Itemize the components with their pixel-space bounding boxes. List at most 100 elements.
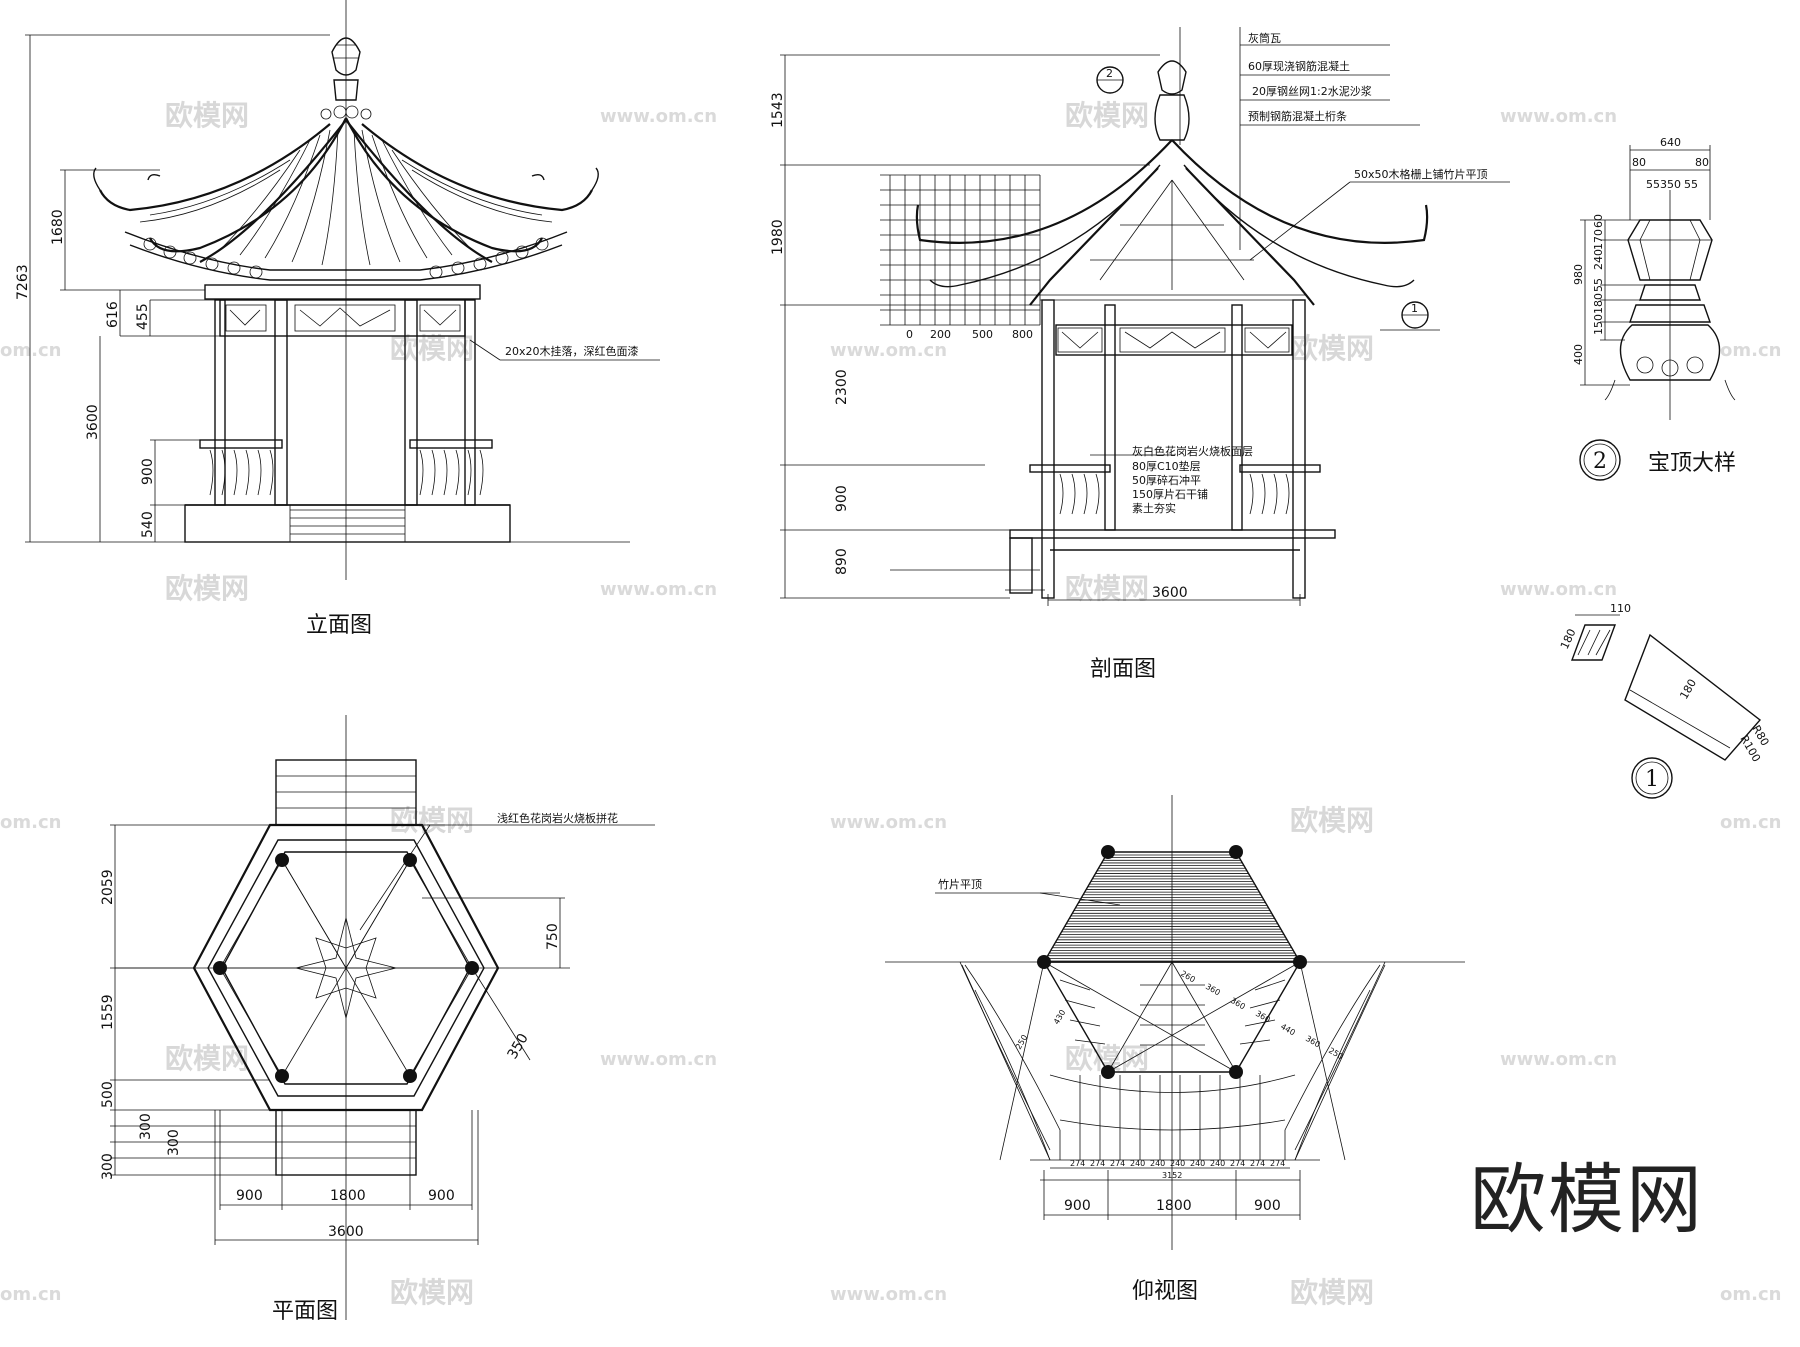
elevation-dimensions: [25, 34, 660, 542]
section-title: 剖面图: [1090, 657, 1156, 682]
section-roof-right: [1171, 139, 1429, 244]
plan-dim: 1800: [330, 1188, 366, 1204]
rafter-dim: 250: [1014, 1033, 1029, 1051]
watermark-cn: 欧模网: [390, 332, 474, 365]
slat-dim-total: 3152: [1162, 1171, 1182, 1180]
finial-dim: 640: [1660, 136, 1681, 149]
rafter-dim: 360: [1229, 996, 1247, 1011]
plan-dim: 500: [100, 1081, 116, 1108]
watermark-url: www.om.cn: [1500, 1049, 1617, 1070]
plan-note: 浅红色花岗岩火烧板拼花: [497, 811, 618, 825]
floor-note: 50厚碎石冲平: [1132, 473, 1201, 487]
slat-dim: 274: [1250, 1159, 1265, 1168]
slat-dim: 274: [1230, 1159, 1245, 1168]
plan-column: [275, 853, 289, 867]
detail-marker-label: 2: [1106, 67, 1113, 80]
watermark-cn: 欧模网: [390, 804, 474, 837]
watermark-cn: 欧模网: [390, 1276, 474, 1309]
finial-dim: 80: [1695, 156, 1709, 169]
section-wall-left: [1041, 299, 1055, 599]
finial-dim: 80: [1632, 156, 1646, 169]
finial-dim: 150: [1592, 314, 1605, 335]
rafter-dim: 260: [1179, 969, 1197, 984]
reflected-column: [1229, 1065, 1243, 1079]
slat-dims: 274 274 274 240 240 240 240 240 274 274 …: [1070, 1159, 1285, 1180]
dim-column-height: 3600: [85, 404, 101, 440]
rafter-dims: 250 430 260 360 360 360 440 360 250: [1014, 969, 1345, 1061]
plan-drawing: 2059 1559 500 300 300 300 750 350 900 18…: [100, 715, 655, 1324]
dim-frieze-inner: 455: [135, 303, 151, 330]
reflected-dim: 1800: [1156, 1198, 1192, 1214]
watermark-cn: 欧模网: [1065, 572, 1149, 605]
bench-balusters: [209, 449, 484, 496]
section-drawing: 0 200 500 800: [770, 27, 1510, 682]
watermark-cn: 欧模网: [1290, 804, 1374, 837]
section-lattice: [1055, 324, 1293, 356]
section-wall-right: [1292, 299, 1306, 599]
dim-finial-height: 1543: [770, 92, 786, 128]
slat-dim: 240: [1130, 1159, 1145, 1168]
dim-roof-height: 1680: [50, 209, 66, 245]
dim-base: 890: [834, 548, 850, 575]
slat-dim: 274: [1270, 1159, 1285, 1168]
slat-dim: 274: [1090, 1159, 1105, 1168]
floor-note: 灰白色花岗岩火烧板面层: [1132, 444, 1253, 458]
column: [404, 299, 418, 506]
rafter-dim: 430: [1052, 1008, 1067, 1026]
finial-dim: 980: [1572, 264, 1585, 285]
roof-note: 灰筒瓦: [1248, 31, 1281, 45]
finial-dim: 55: [1684, 178, 1698, 191]
eave-dim: 180: [1677, 677, 1699, 702]
reflected-column: [1037, 955, 1051, 969]
plan-dim: 3600: [328, 1224, 364, 1240]
eave-detail: 110 180 180 R80 R100 1: [1558, 602, 1771, 799]
watermark-url: www.om.cn: [830, 812, 947, 833]
bamboo-hatch: [1044, 854, 1300, 962]
slat-dim: 274: [1070, 1159, 1085, 1168]
roof-right-eave: [361, 123, 593, 212]
reflected-note: 竹片平顶: [938, 877, 982, 891]
watermark-cn: 欧模网: [1290, 332, 1374, 365]
roof-note: 预制钢筋混凝土桁条: [1248, 109, 1347, 123]
section-roof-left: [915, 139, 1173, 244]
plan-dim: 2059: [100, 869, 116, 905]
reflected-column: [1229, 845, 1243, 859]
detail-marker-label: 1: [1411, 302, 1418, 315]
section-floor: [1009, 529, 1336, 539]
floor-notes: 灰白色花岗岩火烧板面层 80厚C10垫层 50厚碎石冲平 150厚片石干铺 素土…: [1132, 444, 1253, 515]
scale-grid: [880, 174, 1041, 326]
watermark-url: om.cn: [1720, 1284, 1781, 1305]
watermark-url: www.om.cn: [1500, 579, 1617, 600]
elevation-note: 20x20木挂落，深红色面漆: [505, 344, 639, 358]
roof-right-ridge: [345, 117, 543, 253]
watermark-url: om.cn: [0, 340, 61, 361]
plan-dim: 900: [428, 1188, 455, 1204]
watermark-url: www.om.cn: [600, 1049, 717, 1070]
watermark-cn: 欧模网: [165, 1042, 249, 1075]
finial-detail: 640 80 55 350 55 80 980 60 170 240 55 18…: [1572, 136, 1736, 481]
finial-dim: 400: [1572, 344, 1585, 365]
plan-column: [403, 1069, 417, 1083]
column: [274, 299, 288, 506]
slat-dim: 274: [1110, 1159, 1125, 1168]
slat-dim: 240: [1190, 1159, 1205, 1168]
reflected-dim: 900: [1254, 1198, 1281, 1214]
column: [464, 299, 476, 506]
reflected-title: 仰视图: [1132, 1279, 1198, 1304]
finial-dim: 55: [1592, 278, 1605, 292]
slat-dim: 240: [1210, 1159, 1225, 1168]
ceiling-note: 50x50木格栅上铺竹片平顶: [1354, 167, 1488, 181]
scale-tick: 0: [906, 328, 913, 341]
watermarks: 欧模网 www.om.cn 欧模网 www.om.cn om.cn 欧模网 ww…: [0, 99, 1781, 1309]
eave-dim: 180: [1558, 627, 1579, 652]
finial-dim: 350: [1660, 178, 1681, 191]
plan-dim: 350: [505, 1031, 532, 1062]
finial: [331, 37, 361, 76]
eave-marker-label: 1: [1645, 767, 1659, 792]
plan-dim: 300: [100, 1153, 116, 1180]
finial-dim: 55: [1646, 178, 1660, 191]
reflected-plan-drawing: 竹片平顶 274 274 274 240 240 240 240 240 274…: [885, 795, 1465, 1304]
watermark-url: www.om.cn: [830, 1284, 947, 1305]
plan-dim: 1559: [100, 994, 116, 1030]
plan-steps-bottom: [275, 1109, 417, 1176]
